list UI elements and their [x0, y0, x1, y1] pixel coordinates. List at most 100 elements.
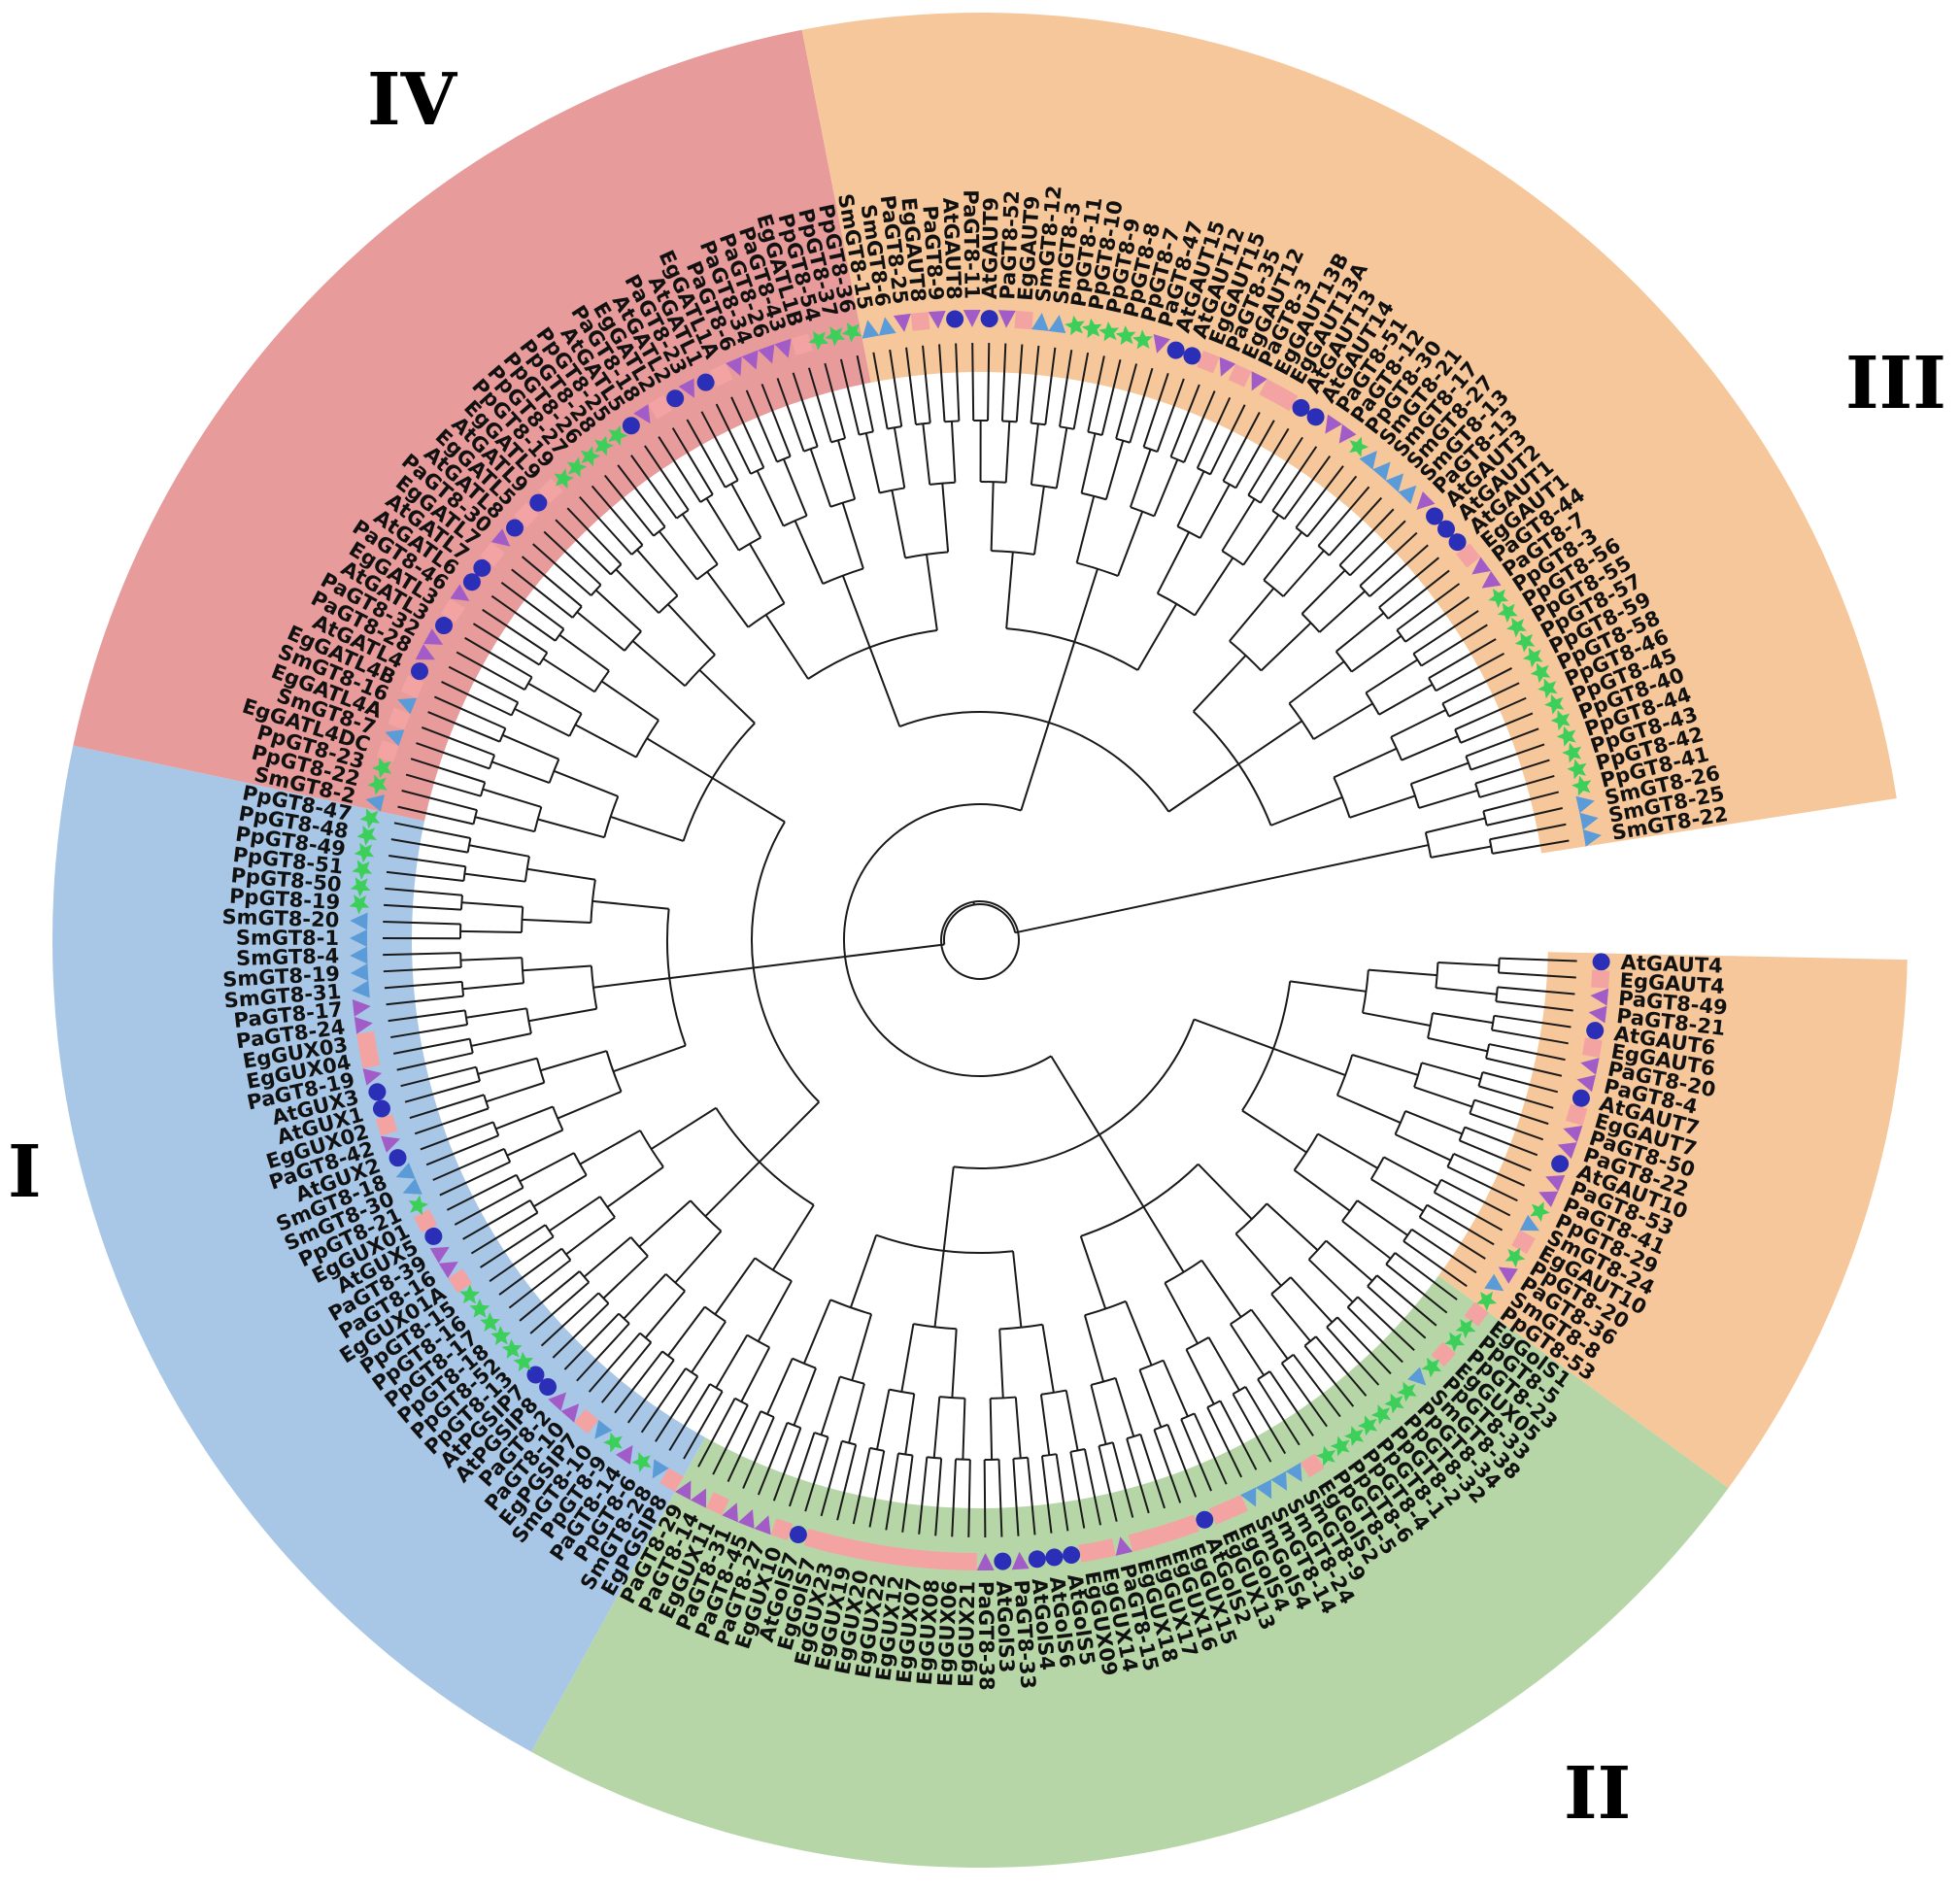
- triangle-down-marker-shape: [726, 356, 742, 377]
- branch: [409, 1094, 485, 1120]
- circle-marker-shape: [1063, 1546, 1081, 1565]
- branch: [1459, 1139, 1532, 1172]
- square-marker-shape: [1078, 1541, 1099, 1563]
- square-marker-shape: [889, 1546, 910, 1567]
- branch: [922, 345, 931, 423]
- branch: [1012, 1458, 1020, 1536]
- triangle_up-marker: [397, 697, 418, 715]
- square-marker: [889, 1546, 910, 1567]
- circle-marker-shape: [696, 373, 715, 391]
- circle-marker: [980, 310, 998, 328]
- triangle-up-marker-shape: [1240, 1487, 1257, 1507]
- branch: [446, 1173, 518, 1211]
- branch: [683, 1391, 724, 1460]
- branch: [383, 920, 461, 926]
- star-marker-shape: [1384, 1393, 1404, 1414]
- branch: [540, 1050, 607, 1072]
- star-marker-shape: [408, 1195, 429, 1216]
- triangle-up-marker-shape: [385, 729, 405, 747]
- branch: [1336, 1094, 1402, 1124]
- triangle-up-marker-shape: [862, 320, 880, 339]
- square-marker: [1197, 351, 1220, 374]
- branch-arc: [1469, 1099, 1476, 1114]
- branch: [900, 1323, 915, 1393]
- branch-arc: [489, 755, 496, 769]
- branch: [464, 636, 533, 679]
- branch: [820, 1376, 841, 1435]
- branch: [1432, 1012, 1494, 1025]
- branch: [644, 445, 690, 511]
- square-marker: [872, 1543, 893, 1565]
- branch: [1098, 1133, 1145, 1208]
- star-marker-shape: [566, 456, 588, 478]
- circle-marker: [1292, 398, 1310, 417]
- branch: [529, 1281, 591, 1334]
- circle-marker: [462, 573, 481, 591]
- triangle-up-marker-shape: [1359, 450, 1377, 470]
- square-marker: [659, 1468, 684, 1493]
- triangle_down-marker: [675, 1480, 692, 1501]
- branch-arc: [521, 958, 525, 984]
- branch: [962, 1398, 966, 1460]
- branch: [760, 384, 792, 457]
- branch: [470, 1211, 539, 1255]
- branch-arc: [1247, 493, 1262, 504]
- circle-marker: [1196, 1510, 1214, 1529]
- branch-arc: [462, 866, 467, 882]
- star-marker: [1397, 1381, 1417, 1402]
- triangle_down-marker: [1557, 1142, 1577, 1160]
- branch-arc: [704, 1305, 727, 1323]
- square-marker-shape: [855, 1540, 876, 1562]
- branch: [565, 1216, 616, 1256]
- branch-arc: [859, 430, 874, 436]
- branch: [655, 1375, 699, 1442]
- branch: [615, 568, 660, 614]
- square-marker-shape: [959, 1552, 977, 1571]
- branch: [987, 343, 991, 422]
- branch: [802, 1299, 832, 1365]
- branch: [1390, 709, 1447, 738]
- square-marker-shape: [1161, 1520, 1184, 1543]
- triangle_up-marker: [395, 1162, 416, 1179]
- branch: [1115, 363, 1138, 439]
- circle-marker-shape: [946, 310, 964, 328]
- triangle_down-marker: [415, 644, 435, 660]
- star-marker: [367, 774, 388, 795]
- branch: [1328, 496, 1383, 557]
- branch: [646, 737, 714, 780]
- triangle-down-marker-shape: [1251, 371, 1267, 391]
- triangle_up-marker: [1048, 315, 1066, 334]
- triangle-down-marker-shape: [560, 1403, 580, 1423]
- branch: [839, 358, 861, 435]
- branch-arc: [887, 425, 902, 430]
- branch: [1464, 1126, 1538, 1157]
- triangle-down-marker-shape: [928, 310, 946, 329]
- branch: [1437, 962, 1500, 967]
- branch: [1162, 1360, 1189, 1417]
- triangle_up-marker: [350, 946, 368, 964]
- branch: [594, 589, 642, 632]
- branch: [603, 474, 655, 537]
- branch: [1032, 486, 1045, 556]
- triangle-down-marker-shape: [690, 1488, 707, 1508]
- triangle-down-marker-shape: [1416, 490, 1436, 511]
- branch-arc: [535, 1058, 546, 1084]
- square-marker-shape: [1566, 1103, 1588, 1126]
- triangle-up-marker-shape: [878, 317, 896, 336]
- branch: [490, 594, 557, 642]
- branch: [1367, 1285, 1427, 1339]
- branch: [480, 1224, 547, 1268]
- branch: [396, 1052, 473, 1071]
- star-marker: [349, 894, 370, 915]
- branch: [1479, 774, 1555, 798]
- branch-arc: [475, 1066, 481, 1082]
- branch: [383, 966, 461, 973]
- square-marker-shape: [709, 363, 733, 387]
- star-marker: [1370, 1404, 1392, 1425]
- branch: [591, 485, 644, 546]
- star-marker: [1504, 1247, 1526, 1268]
- triangle_up-marker: [1519, 1214, 1539, 1232]
- branch: [1138, 1369, 1163, 1428]
- branch-arc: [991, 550, 1035, 556]
- triangle_down-marker: [354, 1016, 373, 1034]
